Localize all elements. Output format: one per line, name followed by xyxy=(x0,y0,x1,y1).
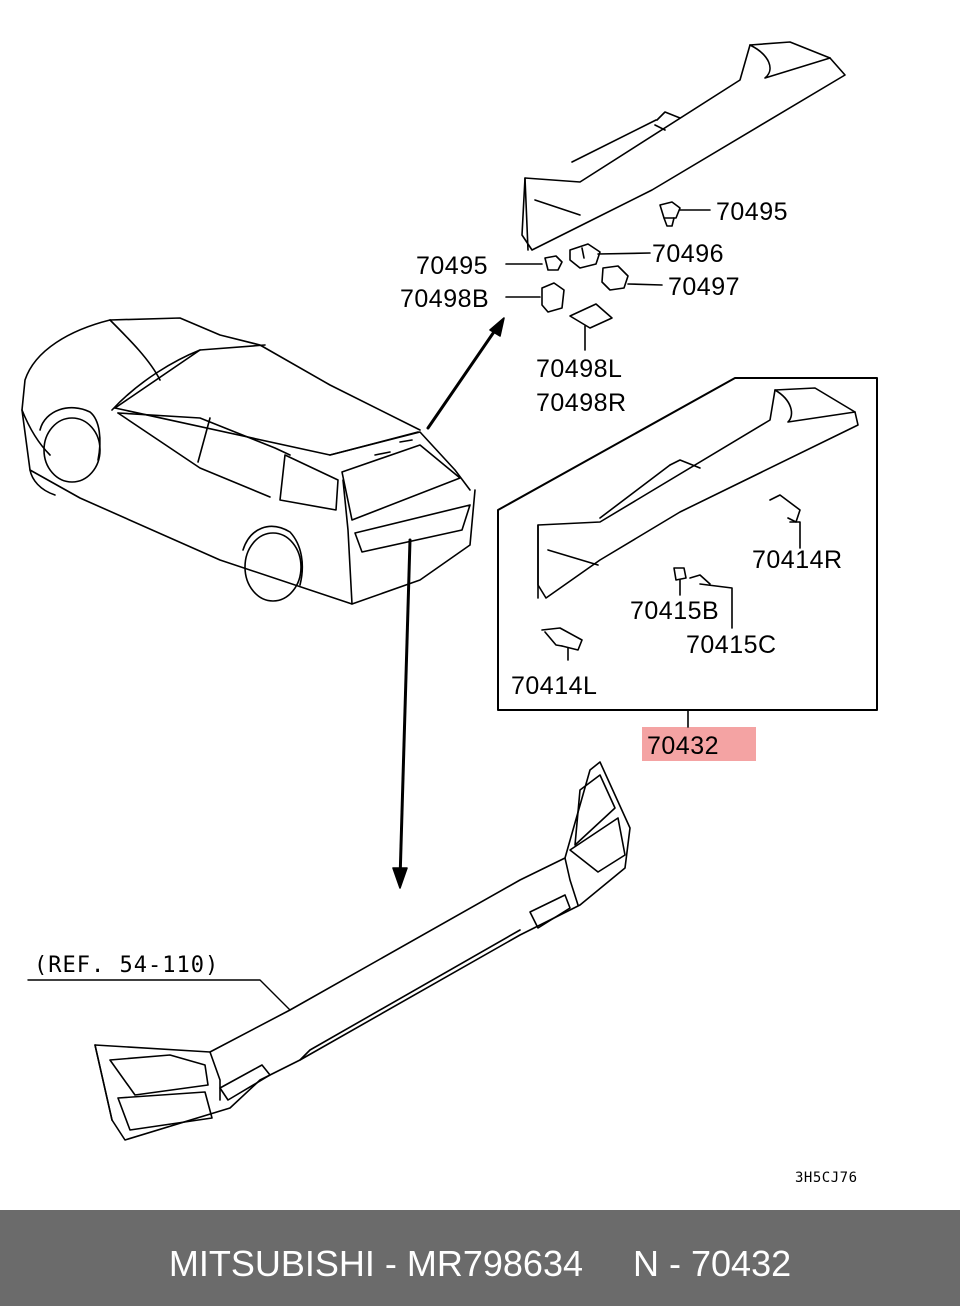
rear-garnish-panel xyxy=(27,761,631,1141)
callout-70414l: 70414L xyxy=(511,672,598,700)
fasteners xyxy=(505,201,711,351)
upper-spoiler xyxy=(521,41,846,251)
footer-bar xyxy=(0,1210,960,1306)
callout-70495-right: 70495 xyxy=(716,198,789,226)
callout-70497: 70497 xyxy=(668,273,741,301)
car-illustration xyxy=(21,317,476,605)
callout-70496: 70496 xyxy=(652,240,725,268)
callout-70498b: 70498B xyxy=(400,285,490,313)
arrows xyxy=(392,317,505,889)
callout-70432: 70432 xyxy=(647,732,720,760)
spoiler-kit-box xyxy=(497,377,878,728)
callout-70415b: 70415B xyxy=(630,597,720,625)
reference-note: (REF. 54-110) xyxy=(34,953,220,978)
exploded-parts-diagram xyxy=(21,41,878,1141)
footer-part-number: MITSUBISHI - MR798634 N - 70432 xyxy=(168,1243,792,1284)
highlighted-part-marker xyxy=(642,727,756,761)
callout-70498r: 70498R xyxy=(536,389,627,417)
callout-70415c: 70415C xyxy=(686,631,777,659)
callout-70495-left: 70495 xyxy=(416,252,489,280)
callout-70498l: 70498L xyxy=(536,355,623,383)
callout-70414r: 70414R xyxy=(752,546,843,574)
diagram-code: 3H5CJ76 xyxy=(795,1170,858,1186)
